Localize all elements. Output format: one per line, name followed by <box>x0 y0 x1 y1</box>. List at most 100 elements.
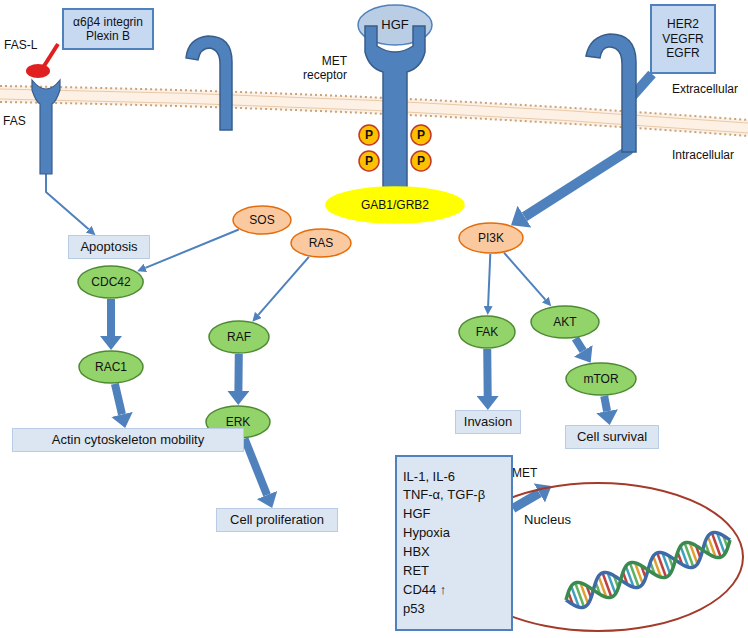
node-label: P <box>365 128 373 142</box>
signal-protein: RAC1 <box>78 350 144 384</box>
node-label: IL-1, IL-6TNF-α, TGF-βHGFHypoxiaHBXRETCD… <box>403 468 485 619</box>
node-label: RAC1 <box>95 360 127 374</box>
node-label: P <box>417 154 425 168</box>
receptor-box: HER2VEGFREGFR <box>650 4 716 74</box>
phospho-site: P <box>410 124 432 146</box>
receptor-shape <box>32 80 60 174</box>
node-text: p53 <box>403 600 485 619</box>
node-label: RAS <box>309 236 334 250</box>
signal-arrow <box>107 299 115 336</box>
node-shape <box>209 321 269 353</box>
node-label: mTOR <box>583 372 618 386</box>
node-shape <box>411 125 431 145</box>
node-text: Plexin B <box>73 29 143 43</box>
signal-arrow <box>115 384 122 415</box>
region-label: Extracellular <box>672 82 738 96</box>
signal-arrow <box>145 230 238 268</box>
node-label: Invasion <box>464 414 512 430</box>
node-text: RAS <box>309 236 334 250</box>
node-shape <box>459 316 515 348</box>
node-shape <box>233 206 291 234</box>
node-text: HER2 <box>662 17 703 31</box>
node-text: Actin cytoskeleton mobility <box>52 432 204 448</box>
node-text: P <box>417 154 425 168</box>
factor-box: IL-1, IL-6TNF-α, TGF-βHGFHypoxiaHBXRETCD… <box>395 455 513 631</box>
node-text: CD44 ↑ <box>403 581 485 600</box>
node-label: Actin cytoskeleton mobility <box>52 432 204 448</box>
node-shape <box>411 151 431 171</box>
node-text: MET receptor <box>287 54 347 83</box>
dna-strand <box>566 532 730 607</box>
phospho-site: P <box>358 150 380 172</box>
region-label: Intracellular <box>672 148 734 162</box>
node-label: HGF <box>381 17 408 33</box>
node-text: CDC42 <box>91 275 130 289</box>
signal-arrow <box>258 257 309 315</box>
node-text: TNF-α, TGF-β <box>403 486 485 505</box>
node-label: Cell survival <box>577 429 647 445</box>
region-label: FAS-L <box>4 38 37 52</box>
signal-protein: mTOR <box>565 362 637 396</box>
node-shape <box>566 363 636 395</box>
node-text: AKT <box>553 315 576 329</box>
node-text: mTOR <box>583 372 618 386</box>
node-text: IL-1, IL-6 <box>403 468 485 487</box>
node-text: Hypoxia <box>403 524 485 543</box>
adaptor-protein: PI3K <box>458 222 524 254</box>
node-shape <box>326 187 464 223</box>
phospho-site: P <box>358 124 380 146</box>
node-shape <box>459 223 523 253</box>
node-label: FAK <box>476 325 499 339</box>
node-label: HER2VEGFREGFR <box>662 17 703 60</box>
node-text: HBX <box>403 543 485 562</box>
node-text: EGFR <box>662 46 703 60</box>
outcome-box: Invasion <box>455 410 521 434</box>
outcome-box: Apoptosis <box>68 235 150 259</box>
her2-receptor <box>586 34 636 152</box>
adaptor-protein: RAS <box>290 228 352 258</box>
node-shape <box>359 125 379 145</box>
signal-protein: AKT <box>530 305 600 339</box>
node-label: GAB1/GRB2 <box>361 198 429 212</box>
node-text: SOS <box>249 213 274 227</box>
node-label: α6β4 integrinPlexin B <box>73 15 143 44</box>
fas-receptor: FAS <box>32 76 60 174</box>
signal-arrow <box>575 338 583 351</box>
node-label: MET receptor <box>287 54 347 83</box>
node-text: α6β4 integrin <box>73 15 143 29</box>
node-text: PI3K <box>478 231 504 245</box>
node-label: AKT <box>553 315 576 329</box>
receptor-box: α6β4 integrinPlexin B <box>62 8 154 50</box>
signal-protein: FAK <box>458 315 516 349</box>
node-outline <box>32 76 60 174</box>
signal-arrow <box>245 439 267 495</box>
node-text: Cell survival <box>577 429 647 445</box>
node-label: CDC42 <box>91 275 130 289</box>
fas-ligand-stalk <box>44 44 58 66</box>
node-text: HGF <box>381 17 408 33</box>
signal-arrow <box>234 354 242 391</box>
node-text: FAS <box>3 114 26 128</box>
node-label: Cell proliferation <box>230 512 324 528</box>
node-text: P <box>365 154 373 168</box>
node-label: P <box>417 128 425 142</box>
adaptor-protein: SOS <box>232 205 292 235</box>
node-shape <box>291 229 351 257</box>
outcome-box: Cell survival <box>565 425 659 449</box>
node-text: P <box>417 128 425 142</box>
node-label: Nucleus <box>524 512 571 528</box>
node-shape <box>531 306 599 338</box>
node-label: P <box>365 154 373 168</box>
node-text: GAB1/GRB2 <box>361 198 429 212</box>
node-text: P <box>365 128 373 142</box>
node-text: Nucleus <box>524 512 571 528</box>
signal-arrow <box>483 349 492 396</box>
node-shape <box>79 351 143 383</box>
node-text: Cell proliferation <box>230 512 324 528</box>
node-text: Invasion <box>464 414 512 430</box>
outcome-box: Actin cytoskeleton mobility <box>12 428 244 452</box>
signal-arrow <box>504 253 545 300</box>
signal-protein: RAF <box>208 320 270 354</box>
